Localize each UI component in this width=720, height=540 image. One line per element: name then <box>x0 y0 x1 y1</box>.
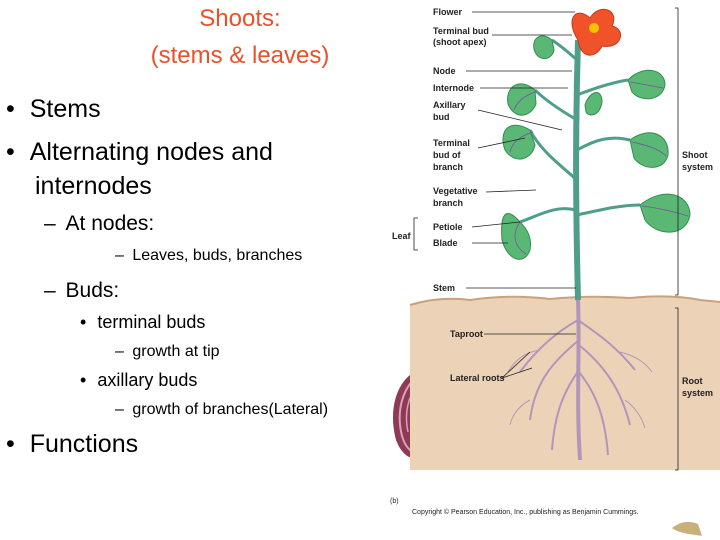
flower <box>571 8 622 56</box>
bullet-growth-tip: – growth at tip <box>115 343 220 360</box>
label-branch: branch <box>433 162 463 172</box>
label-blade: Blade <box>433 238 458 248</box>
label-taproot: Taproot <box>450 329 483 339</box>
label-leaf: Leaf <box>392 231 412 241</box>
label-terminal-bud: Terminal bud <box>433 26 489 36</box>
label-part-b: (b) <box>390 498 399 505</box>
bullet-dot-icon: • <box>6 95 15 123</box>
soil <box>410 296 720 470</box>
label-flower: Flower <box>433 7 463 17</box>
bullet-dot-icon: • <box>80 370 87 390</box>
bullet-leaves-buds: – Leaves, buds, branches <box>115 247 303 264</box>
bullet-alternating-cont: internodes <box>35 172 152 200</box>
slide-title-line2: (stems & leaves) <box>150 42 330 69</box>
label-node: Node <box>433 66 456 76</box>
root-system <box>507 299 653 461</box>
bullet-dot-icon: • <box>6 430 15 458</box>
sprout-icon <box>672 521 702 536</box>
label-axillary-bud: bud <box>433 112 450 122</box>
slide-title-line1: Shoots: <box>199 5 281 32</box>
leaves <box>501 35 691 260</box>
label-vegetative: Vegetative <box>433 186 478 196</box>
label-lateral-roots: Lateral roots <box>450 373 505 383</box>
bullet-buds: – Buds: <box>44 279 120 302</box>
copyright-text: Copyright © Pearson Education, Inc., pub… <box>412 508 639 516</box>
bullet-dot-icon: • <box>80 312 87 332</box>
label-veg-branch: branch <box>433 198 463 208</box>
dash-icon: – <box>115 247 124 264</box>
label-terminal: Terminal <box>433 138 470 148</box>
label-stem: Stem <box>433 283 455 293</box>
label-bud-of: bud of <box>433 150 461 160</box>
label-root-system: system <box>682 388 713 398</box>
bullet-at-nodes: – At nodes: <box>44 212 155 235</box>
label-axillary: Axillary <box>433 100 466 110</box>
bullet-axillary-buds: • axillary buds <box>80 370 198 390</box>
bullet-stems: • Stems <box>6 95 101 123</box>
dash-icon: – <box>44 212 56 235</box>
dash-icon: – <box>115 401 124 418</box>
label-shoot-apex: (shoot apex) <box>433 37 487 47</box>
bullet-dot-icon: • <box>6 138 15 166</box>
label-shoot: Shoot <box>682 150 708 160</box>
label-internode: Internode <box>433 83 474 93</box>
label-root: Root <box>682 376 703 386</box>
plant-diagram: Flower Terminal bud (shoot apex) Node In… <box>390 7 720 536</box>
bullet-terminal-buds: • terminal buds <box>80 312 206 332</box>
dash-icon: – <box>44 279 56 302</box>
label-shoot-system: system <box>682 162 713 172</box>
bullet-growth-branches: – growth of branches(Lateral) <box>115 401 329 418</box>
dash-icon: – <box>115 343 124 360</box>
bullet-alternating: • Alternating nodes and <box>6 138 273 166</box>
bullet-functions: • Functions <box>6 430 139 458</box>
main-stem <box>573 39 581 301</box>
label-petiole: Petiole <box>433 222 463 232</box>
